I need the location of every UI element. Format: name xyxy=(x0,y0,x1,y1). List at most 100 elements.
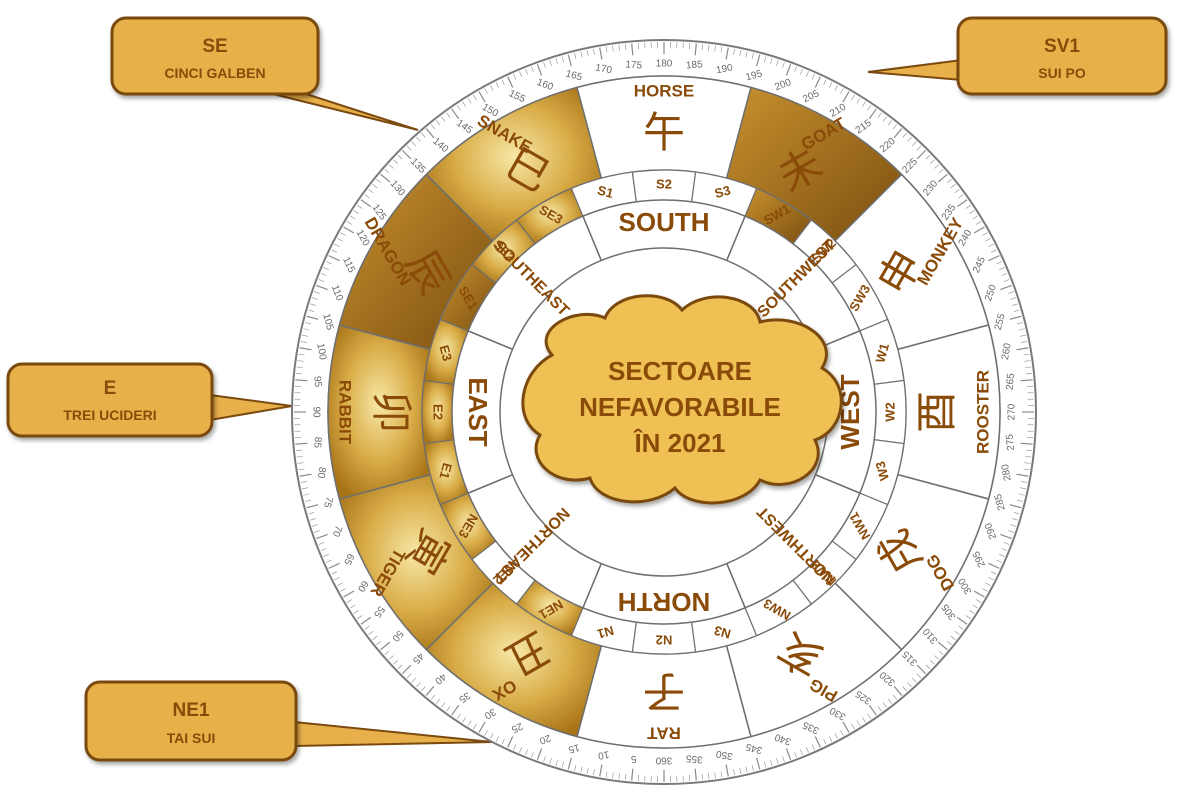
degree-tick xyxy=(297,360,304,362)
degree-tick xyxy=(1012,303,1018,306)
degree-tick xyxy=(567,757,572,770)
degree-tick xyxy=(834,733,838,739)
degree-tick xyxy=(536,64,543,76)
degree-tick xyxy=(401,149,412,160)
degree-tick xyxy=(467,720,472,726)
degree-tick xyxy=(331,249,337,253)
degree-tick xyxy=(694,768,697,781)
callout-ne1-code: NE1 xyxy=(173,700,210,721)
degree-tick xyxy=(708,773,710,780)
degree-tick xyxy=(907,682,912,688)
degree-tick xyxy=(618,773,620,780)
degree-tick xyxy=(334,576,340,581)
degree-tick xyxy=(782,62,785,68)
degree-tick xyxy=(805,71,809,78)
degree-label: 340 xyxy=(773,731,793,747)
degree-label: 75 xyxy=(321,495,335,509)
mountain-label: S3 xyxy=(713,182,732,201)
degree-tick xyxy=(484,88,488,94)
degree-tick xyxy=(912,678,917,683)
degree-tick xyxy=(1025,456,1032,458)
degree-tick xyxy=(300,341,307,343)
degree-tick xyxy=(296,366,303,368)
degree-tick xyxy=(1023,468,1030,471)
degree-tick xyxy=(435,120,441,126)
degree-tick xyxy=(892,694,898,700)
degree-tick xyxy=(331,571,337,575)
degree-tick xyxy=(861,101,866,107)
degree-tick xyxy=(561,761,564,768)
degree-tick xyxy=(430,124,436,130)
degree-tick xyxy=(574,52,577,59)
degree-label: 90 xyxy=(310,406,321,418)
degree-tick xyxy=(421,132,426,138)
degree-tick xyxy=(912,141,917,146)
degree-tick xyxy=(495,82,500,88)
degree-tick xyxy=(877,706,882,712)
callout-e-code: E xyxy=(104,378,117,399)
degree-tick xyxy=(725,764,729,777)
degree-tick xyxy=(302,487,309,490)
degree-tick xyxy=(756,54,761,67)
degree-tick xyxy=(934,164,940,169)
degree-tick xyxy=(946,178,952,184)
degree-tick xyxy=(376,640,382,646)
degree-tick xyxy=(996,559,1003,563)
degree-tick xyxy=(1018,328,1025,331)
degree-label: 85 xyxy=(311,436,323,448)
degree-tick xyxy=(384,650,390,655)
degree-label: 180 xyxy=(656,59,673,70)
degree-tick xyxy=(991,571,997,575)
degree-tick xyxy=(525,68,528,75)
degree-tick xyxy=(531,751,534,758)
degree-tick xyxy=(907,136,912,142)
degree-tick xyxy=(357,615,363,620)
mountain-label: S1 xyxy=(596,182,615,201)
degree-tick xyxy=(856,98,861,104)
degree-tick xyxy=(555,58,558,64)
degree-tick xyxy=(388,164,394,169)
degree-tick xyxy=(1010,297,1016,300)
animal-glyph: 子 xyxy=(643,667,685,716)
degree-tick xyxy=(902,132,907,138)
degree-tick xyxy=(350,604,356,609)
degree-tick xyxy=(306,504,319,509)
degree-tick xyxy=(599,47,603,60)
degree-tick xyxy=(958,194,964,199)
degree-tick xyxy=(401,664,412,675)
degree-tick xyxy=(1025,366,1032,368)
degree-tick xyxy=(513,744,517,751)
degree-tick xyxy=(467,98,472,104)
degree-tick xyxy=(586,50,589,57)
degree-tick xyxy=(416,682,421,688)
degree-tick xyxy=(323,553,330,557)
degree-tick xyxy=(877,112,882,118)
degree-tick xyxy=(304,322,311,325)
callout-se xyxy=(110,16,320,96)
degree-label: 350 xyxy=(715,748,734,762)
degree-tick xyxy=(441,702,446,708)
degree-tick xyxy=(574,765,577,772)
animal-label: RAT xyxy=(647,724,681,743)
degree-label: 160 xyxy=(535,77,555,93)
degree-tick xyxy=(397,664,403,670)
degree-tick xyxy=(1009,315,1022,320)
degree-tick xyxy=(776,758,779,764)
degree-tick xyxy=(411,141,416,146)
mountain-label: W2 xyxy=(882,402,897,422)
degree-tick xyxy=(312,524,318,527)
degree-tick xyxy=(770,760,773,766)
degree-tick xyxy=(701,773,703,781)
degree-label: 185 xyxy=(686,59,704,71)
degree-tick xyxy=(406,145,412,151)
degree-tick xyxy=(314,291,320,294)
degree-tick xyxy=(446,706,451,712)
degree-tick xyxy=(745,51,748,58)
degree-tick xyxy=(328,562,340,569)
animal-glyph: 卯 xyxy=(367,391,416,433)
degree-tick xyxy=(1025,373,1033,375)
degree-tick xyxy=(996,261,1003,265)
degree-tick xyxy=(549,758,552,764)
degree-tick xyxy=(346,221,353,225)
